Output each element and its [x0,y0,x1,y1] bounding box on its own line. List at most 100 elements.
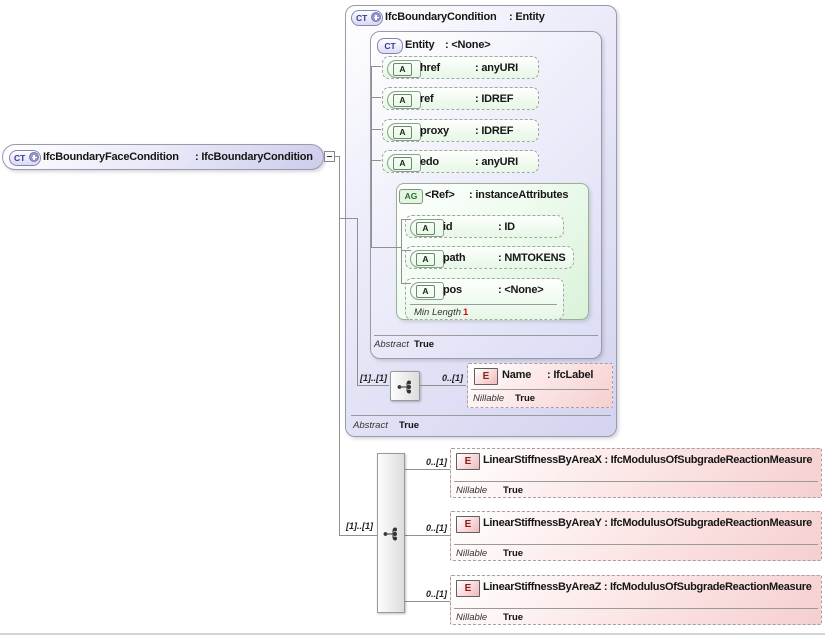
sequence-indicator[interactable] [377,453,405,613]
root-element-name: IfcBoundaryFaceCondition [43,151,179,163]
connector-line [419,385,466,386]
cardinality-label: 0..[1] [441,373,463,383]
element-type: : IfcLabel [547,369,594,381]
attribute-box-path[interactable]: A path : NMTOKENS [405,246,574,269]
root-element-box[interactable]: CT IfcBoundaryFaceCondition : IfcBoundar… [2,144,324,170]
element-text: LinearStiffnessByAreaX : IfcModulusOfSub… [483,453,817,468]
element-type: : IfcModulusOfSubgradeReactionMeasure [604,517,813,529]
separator [471,389,609,390]
nillable-label: Nillable [456,612,488,623]
element-box-linear-stiffness-by-area-y[interactable]: E LinearStiffnessByAreaY : IfcModulusOfS… [450,511,822,561]
complex-type-icon-label: CT [356,13,368,23]
attribute-type: : anyURI [475,156,519,168]
min-length-label: Min Length [414,307,462,318]
sequence-icon [397,380,411,394]
connector-line [357,218,358,386]
complex-type-name: IfcBoundaryCondition [385,11,497,23]
plus-icon [371,12,381,22]
element-icon: E [456,453,480,470]
connector-line [371,66,372,248]
separator [454,481,818,482]
nillable-value: True [515,393,536,404]
attribute-tag-icon: A [387,154,421,172]
connector-line [401,219,402,284]
attribute-name: pos [443,284,462,296]
attribute-group-name: <Ref> [425,189,455,201]
sequence-icon [383,527,397,541]
nillable-label: Nillable [456,485,488,496]
attribute-box-id[interactable]: A id : ID [405,215,564,238]
attribute-group-type: : instanceAttributes [469,189,569,201]
element-name: LinearStiffnessByAreaX [483,454,602,466]
element-text: LinearStiffnessByAreaY : IfcModulusOfSub… [483,516,817,531]
attribute-type: : IDREF [475,93,514,105]
complex-type-icon: CT [377,38,403,54]
element-box-linear-stiffness-by-area-z[interactable]: E LinearStiffnessByAreaZ : IfcModulusOfS… [450,575,822,625]
element-type: : IfcModulusOfSubgradeReactionMeasure [603,581,812,593]
cardinality-label: [1]..[1] [360,373,387,383]
attribute-icon: A [416,222,435,235]
element-name: LinearStiffnessByAreaZ [483,581,602,593]
attribute-name: edo [420,156,439,168]
separator [454,544,818,545]
connector-line [401,283,411,284]
element-box-linear-stiffness-by-area-x[interactable]: E LinearStiffnessByAreaX : IfcModulusOfS… [450,448,822,498]
attribute-icon: A [416,253,435,266]
attribute-name: path [443,252,466,264]
connector-line [371,247,402,248]
abstract-label: Abstract [374,339,409,350]
attribute-box-ref[interactable]: A ref : IDREF [382,87,539,110]
cardinality-label: [1]..[1] [346,521,373,531]
nillable-value: True [503,548,524,559]
separator [454,608,818,609]
attribute-icon: A [393,94,412,107]
connector-line [405,535,450,536]
attribute-tag-icon: A [410,219,444,237]
complex-type-box[interactable]: CT IfcBoundaryCondition : Entity CT Enti… [345,5,617,437]
collapse-button[interactable] [324,151,335,162]
attribute-icon: A [416,285,435,298]
attribute-tag-icon: A [410,282,444,300]
connector-line [405,469,450,470]
abstract-value: True [414,339,435,350]
connector-line [357,385,389,386]
root-element-type: : IfcBoundaryCondition [195,151,313,163]
connector-line [339,218,358,219]
nillable-label: Nillable [473,393,505,404]
attribute-box-proxy[interactable]: A proxy : IDREF [382,119,539,142]
connector-line [371,129,381,130]
abstract-value: True [399,420,420,431]
connector-line [401,250,411,251]
element-icon: E [456,516,480,533]
connector-line [339,535,377,536]
attribute-tag-icon: A [387,91,421,109]
element-name: Name [502,369,532,381]
nillable-value: True [503,485,524,496]
element-icon: E [474,368,498,385]
attribute-icon: A [393,126,412,139]
connector-line [371,160,381,161]
attribute-type: : IDREF [475,125,514,137]
attribute-group-box[interactable]: AG <Ref> : instanceAttributes A id : ID … [396,183,589,320]
element-box-name[interactable]: E Name : IfcLabel Nillable True [467,363,613,408]
complex-type-icon-label: CT [14,153,26,163]
min-length-value: 1 [463,307,469,318]
sequence-indicator[interactable] [390,371,420,401]
cardinality-label: 0..[1] [425,589,447,599]
connector-line [339,156,340,536]
attribute-tag-icon: A [387,123,421,141]
attribute-icon: A [393,63,412,76]
attribute-box-href[interactable]: A href : anyURI [382,56,539,79]
connector-line [371,66,381,67]
abstract-label: Abstract [353,420,388,431]
attribute-tag-icon: A [387,60,421,78]
attribute-name: id [443,221,453,233]
attribute-type: : anyURI [475,62,519,74]
attribute-type: : ID [498,221,515,233]
attribute-box-edo[interactable]: A edo : anyURI [382,150,539,173]
connector-line [371,97,381,98]
attribute-type: : NMTOKENS [498,252,566,264]
attribute-box-pos[interactable]: A pos : <None> Min Length 1 [405,278,564,320]
nillable-value: True [503,612,524,623]
